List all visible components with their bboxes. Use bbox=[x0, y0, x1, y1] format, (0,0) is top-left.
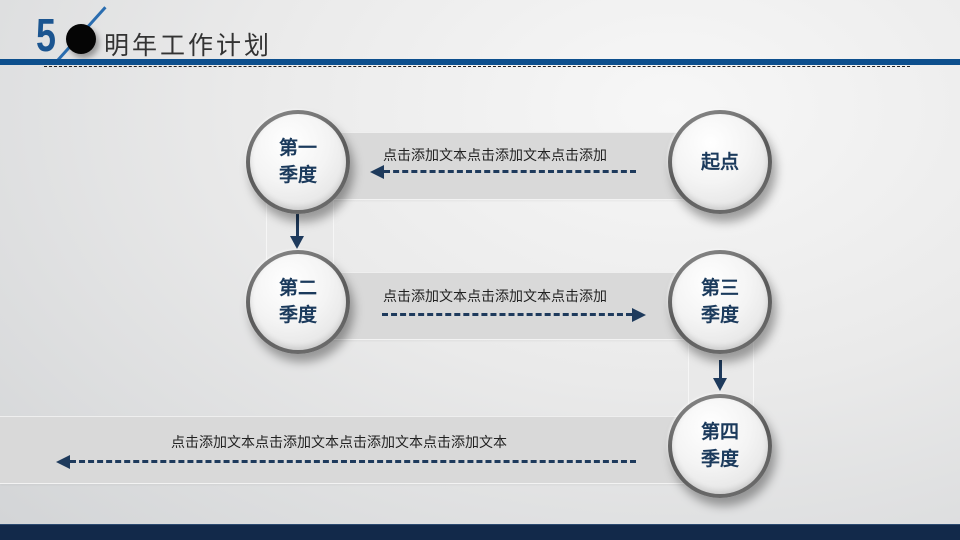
band-text[interactable]: 点击添加文本点击添加文本点击添加 bbox=[383, 289, 607, 305]
node-face: 第一 季度 bbox=[250, 114, 346, 210]
header-bar bbox=[0, 59, 960, 65]
band-text[interactable]: 点击添加文本点击添加文本点击添加文本点击添加文本 bbox=[171, 435, 507, 451]
band-start-to-q1[interactable] bbox=[300, 132, 720, 200]
arrow-left-icon bbox=[370, 165, 384, 179]
node-q1[interactable]: 第一 季度 bbox=[246, 110, 350, 214]
node-face: 第二 季度 bbox=[250, 254, 346, 350]
node-label: 第三 季度 bbox=[700, 277, 739, 326]
black-dot-icon bbox=[66, 24, 96, 54]
arrow-left-icon bbox=[56, 455, 70, 469]
footer-bar bbox=[0, 524, 960, 540]
node-face: 起点 bbox=[672, 114, 768, 210]
node-q3[interactable]: 第三 季度 bbox=[668, 250, 772, 354]
dashed-arrow-line bbox=[70, 460, 636, 463]
band-q4-to-end[interactable] bbox=[0, 416, 720, 484]
page-title[interactable]: 明年工作计划 bbox=[104, 31, 273, 60]
arrow-down-icon bbox=[713, 378, 727, 391]
node-face: 第三 季度 bbox=[672, 254, 768, 350]
band-q2-to-q3[interactable] bbox=[300, 272, 720, 340]
section-number: 5 bbox=[36, 9, 56, 61]
down-arrow-line bbox=[719, 360, 722, 380]
node-face: 第四 季度 bbox=[672, 398, 768, 494]
dashed-arrow-line bbox=[382, 313, 632, 316]
node-label: 第四 季度 bbox=[700, 421, 739, 470]
node-label: 第一 季度 bbox=[278, 137, 317, 186]
band-text[interactable]: 点击添加文本点击添加文本点击添加 bbox=[383, 148, 607, 164]
arrow-down-icon bbox=[290, 236, 304, 249]
node-q4[interactable]: 第四 季度 bbox=[668, 394, 772, 498]
node-label: 第二 季度 bbox=[278, 277, 317, 326]
dashed-arrow-line bbox=[384, 170, 636, 173]
header-dashed-line bbox=[44, 66, 910, 67]
node-label: 起点 bbox=[700, 150, 739, 173]
down-arrow-line bbox=[296, 214, 299, 238]
arrow-right-icon bbox=[632, 308, 646, 322]
node-start[interactable]: 起点 bbox=[668, 110, 772, 214]
node-q2[interactable]: 第二 季度 bbox=[246, 250, 350, 354]
